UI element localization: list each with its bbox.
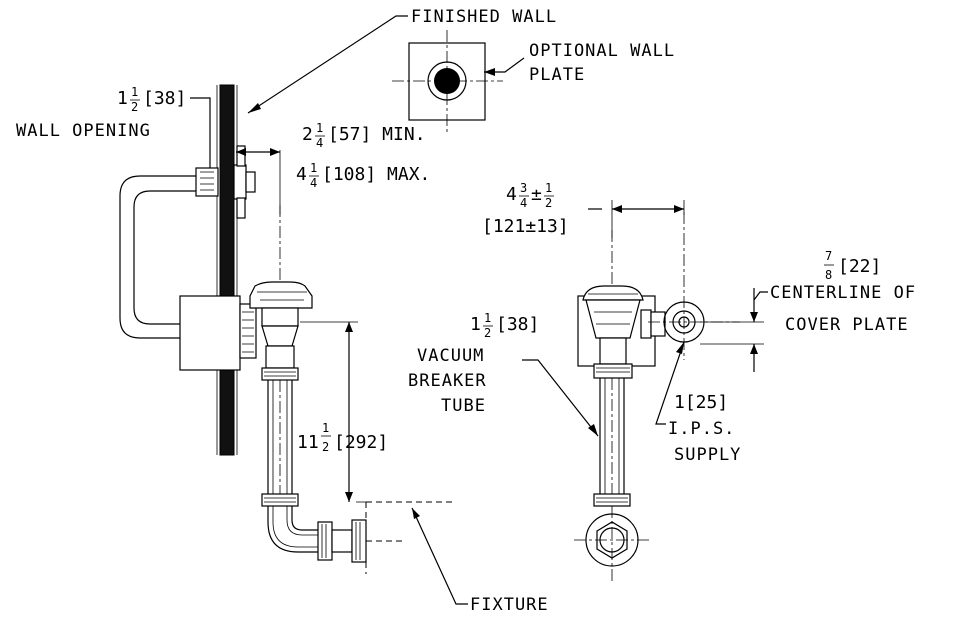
height-num: 1 <box>322 421 329 435</box>
supply-label-2: SUPPLY <box>674 445 741 465</box>
supply-label: 1[25] I.P.S. SUPPLY <box>655 341 741 465</box>
offset-den: 4 <box>520 196 527 210</box>
offset-tol-den: 2 <box>545 196 552 210</box>
min-num: 1 <box>316 121 323 135</box>
vb-label-3: TUBE <box>441 396 486 416</box>
cover-plate-label-1: CENTERLINE OF <box>770 283 916 303</box>
vb-label-1: VACUUM <box>417 346 484 366</box>
finished-wall-leader: FINISHED WALL <box>247 7 557 114</box>
offset-num: 3 <box>520 181 527 195</box>
vb-whole: 1 <box>470 314 481 335</box>
cover-plate-label-2: COVER PLATE <box>785 315 909 335</box>
vb-num: 1 <box>484 311 491 325</box>
min-label: [57] MIN. <box>328 124 426 145</box>
finished-wall-label: FINISHED WALL <box>411 7 557 27</box>
offset-tol-num: 1 <box>545 181 552 195</box>
offset-pm: ± <box>531 184 542 205</box>
wall-opening-dim: [38] <box>143 88 186 109</box>
cover-plate-den: 8 <box>825 268 832 282</box>
vacuum-breaker-label: 1 1 2 [38] VACUUM BREAKER TUBE <box>408 311 599 437</box>
max-num: 1 <box>310 161 317 175</box>
height-label: [292] <box>334 432 388 453</box>
wall-opening-label: WALL OPENING <box>16 121 151 141</box>
supply-label-1: I.P.S. <box>668 419 735 439</box>
max-den: 4 <box>310 176 317 190</box>
wall-offset-dimension: 2 1 4 [57] MIN. 4 1 4 [108] MAX. <box>236 121 430 215</box>
front-view-assembly <box>574 212 740 582</box>
height-den: 2 <box>322 440 329 454</box>
optional-wall-plate-label-1: OPTIONAL WALL <box>529 41 675 61</box>
wall-opening-den: 2 <box>131 100 138 114</box>
wall-opening-num: 1 <box>131 85 138 99</box>
fixture-label: FIXTURE <box>470 595 549 615</box>
height-whole: 11 <box>297 432 319 453</box>
wall-opening-whole: 1 <box>117 88 128 109</box>
vb-dim: [38] <box>496 314 539 335</box>
cover-plate-dim: [22] <box>838 256 881 277</box>
wall-opening-dimension: 1 1 2 [38] WALL OPENING <box>16 85 214 178</box>
min-den: 4 <box>316 136 323 150</box>
height-dimension: 11 1 2 [292] <box>297 321 388 503</box>
max-whole: 4 <box>296 164 307 185</box>
side-view-assembly <box>119 145 456 574</box>
vb-den: 2 <box>484 326 491 340</box>
min-whole: 2 <box>302 124 313 145</box>
max-label: [108] MAX. <box>322 164 430 185</box>
supply-dim: 1[25] <box>674 392 728 413</box>
cover-plate-num: 7 <box>825 249 832 263</box>
offset-whole: 4 <box>506 184 517 205</box>
optional-wall-plate: OPTIONAL WALL PLATE <box>392 30 675 132</box>
finished-wall <box>216 84 238 456</box>
optional-wall-plate-label-2: PLATE <box>529 65 585 85</box>
offset-label: [121±13] <box>482 216 569 237</box>
fixture-leader: FIXTURE <box>411 507 549 615</box>
vb-label-2: BREAKER <box>408 371 487 391</box>
cover-plate-dimension: 7 8 [22] CENTERLINE OF COVER PLATE <box>700 249 916 372</box>
supply-offset-dimension: 4 3 4 ± 1 2 [121±13] <box>482 181 685 238</box>
